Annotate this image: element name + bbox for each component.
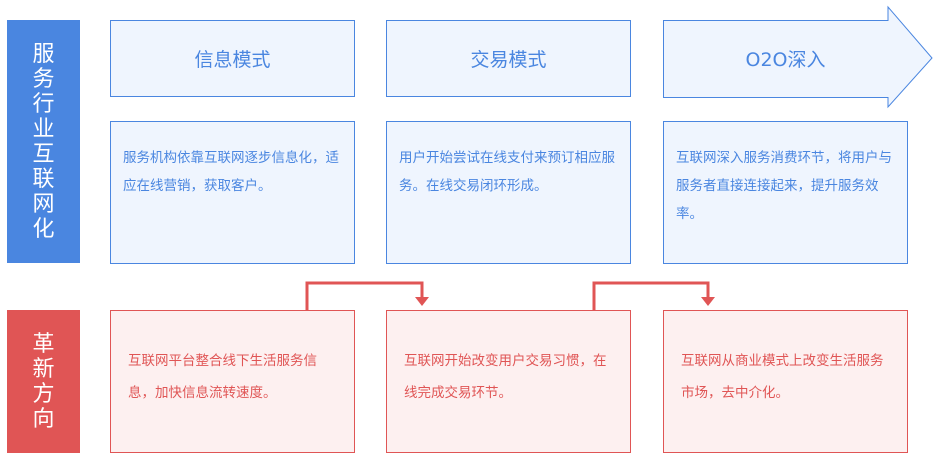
stage-desc-2: 用户开始尝试在线支付来预订相应服务。在线交易闭环形成。 [386,121,631,264]
arrowhead-icon [415,297,429,306]
row-label-text: 革新方向 [32,331,55,432]
innovation-box-2: 互联网开始改变用户交易习惯，在线完成交易环节。 [386,310,631,453]
stage-title-2: 交易模式 [386,20,631,97]
connector-1-2 [305,281,424,310]
title-arrow-shape [663,5,933,109]
innovation-box-3: 互联网从商业模式上改变生活服务市场，去中介化。 [663,310,908,453]
row-label-innovation: 革新方向 [7,310,80,453]
stage-desc-1: 服务机构依靠互联网逐步信息化，适应在线营销，获取客户。 [110,121,355,264]
stage-title-1: 信息模式 [110,20,355,97]
innovation-box-1: 互联网平台整合线下生活服务信息，加快信息流转速度。 [110,310,355,453]
row-label-text: 服务行业互联网化 [32,41,55,242]
stage-title-3: O2O深入 [745,49,826,71]
row-label-internetization: 服务行业互联网化 [7,20,80,263]
arrowhead-icon [701,297,715,306]
connector-2-3 [592,281,710,310]
stage-desc-3: 互联网深入服务消费环节，将用户与服务者直接连接起来，提升服务效率。 [663,121,908,264]
